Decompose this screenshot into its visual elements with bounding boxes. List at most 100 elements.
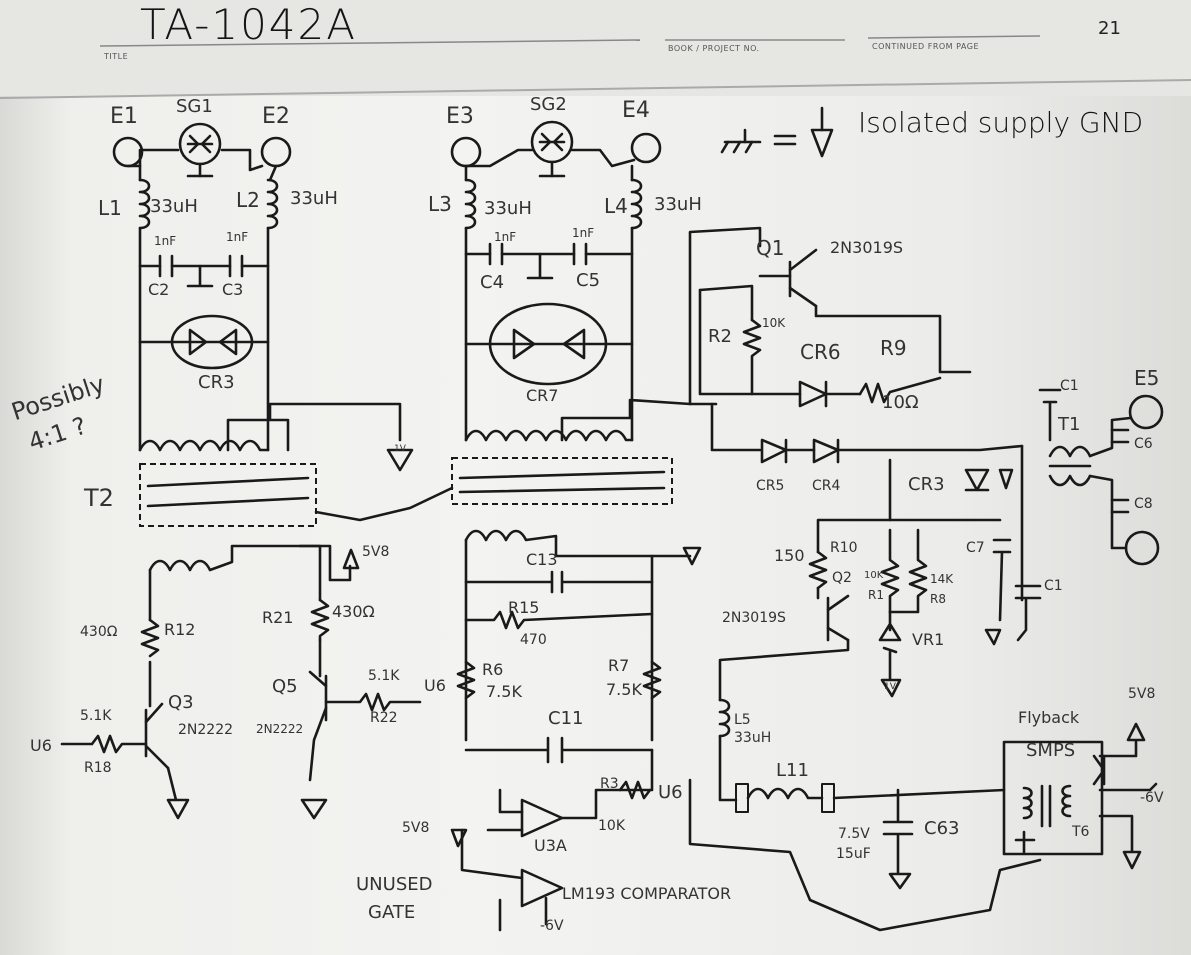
c3-label: C3 (222, 280, 244, 299)
unused-gate-comparator (460, 828, 564, 932)
c5-value: 1nF (572, 226, 595, 240)
mid-rails (464, 164, 634, 442)
r7-label: R7 (608, 656, 630, 675)
neg6-b-label: -6V (1140, 790, 1164, 806)
r2-label: R2 (708, 326, 732, 347)
r9-label: R9 (880, 336, 907, 360)
r2-value: 10K (762, 316, 786, 330)
q3-part: 2N2222 (178, 722, 234, 738)
sg1-wires (126, 148, 264, 172)
q1-emitter-wire (698, 284, 972, 374)
e5-terminal (1128, 394, 1164, 430)
c4-value: 1nF (494, 230, 517, 244)
supply-5v8-b-label: 5V8 (402, 820, 430, 836)
q2-label: Q2 (832, 570, 852, 586)
q3-label: Q3 (168, 692, 194, 713)
page-title: TA-1042A (140, 0, 357, 49)
c2-label: C2 (148, 280, 170, 299)
l2-label: L2 (236, 188, 260, 212)
c2-c3-plates (158, 254, 244, 278)
l5-inductor (718, 698, 731, 738)
r6-resistor (456, 660, 476, 700)
r6-label: R6 (482, 660, 504, 679)
c11-label: C11 (548, 708, 584, 729)
l2-inductor (266, 178, 279, 230)
neg6-a-label: -6V (540, 918, 564, 934)
cr3b-label: CR3 (908, 474, 945, 495)
r21-value: 430Ω (332, 602, 375, 621)
cr5-diode (760, 438, 816, 464)
t2-primary-left (138, 439, 270, 452)
u6-b-label: U6 (424, 676, 446, 695)
c5-label: C5 (576, 270, 601, 291)
r21-label: R21 (262, 608, 294, 627)
mid-lower-rails (464, 538, 654, 742)
legend-ground-symbol (720, 106, 834, 158)
r12-value: 430Ω (80, 624, 118, 640)
l5-label: L5 (734, 712, 751, 728)
t2-primary-right (464, 429, 634, 442)
c13-capacitor (464, 570, 654, 594)
vr1-label: VR1 (912, 630, 945, 649)
gnd-arrow-vr1 (880, 650, 902, 698)
c8-label: C8 (1134, 496, 1153, 512)
title-field-label: TITLE (104, 52, 129, 61)
q2-transistor (816, 586, 850, 642)
r22-label: R22 (370, 710, 398, 726)
q2-to-l5 (718, 638, 850, 702)
c1-lower-capacitor (1014, 584, 1042, 642)
r9-resistor (858, 376, 942, 404)
q2-part: 2N3019S (722, 610, 786, 626)
r22-value: 5.1K (368, 668, 400, 684)
r10-top-wire (816, 518, 892, 554)
q3-transistor (144, 702, 190, 820)
page-number: 21 (1098, 18, 1121, 39)
e1-label: E1 (110, 104, 138, 129)
sg2-spark-gap (530, 120, 574, 178)
e4-label: E4 (622, 98, 650, 123)
supply-5v8-c-label: 5V8 (1128, 686, 1156, 702)
r8-label: R8 (930, 592, 946, 606)
l2-top (268, 164, 278, 182)
q1-part: 2N3019S (830, 238, 904, 257)
l1-value: 33uH (150, 196, 198, 217)
l3-label: L3 (428, 192, 452, 216)
t1-transformer (1048, 445, 1092, 487)
c6-capacitor (1110, 428, 1130, 444)
e2-terminal (260, 136, 292, 168)
u6-c-label: U6 (658, 782, 683, 803)
sg2-wires (464, 148, 636, 168)
c1-lower-label: C1 (1044, 578, 1063, 594)
continued-rule (867, 35, 1041, 39)
l11-inductor (746, 787, 824, 800)
r22-resistor (324, 692, 422, 712)
fuse-b (821, 783, 835, 813)
smps-label: SMPS (1026, 740, 1076, 761)
t6-label: T6 (1072, 824, 1090, 840)
page-header-band (0, 0, 1191, 96)
flyback-label: Flyback (1018, 708, 1080, 727)
l5-lower (718, 734, 738, 802)
cr7-label: CR7 (526, 386, 559, 405)
continued-field-label: CONTINUED FROM PAGE (872, 42, 980, 51)
c4-c5-plates (488, 242, 588, 266)
c11-capacitor (464, 736, 654, 764)
r1-label: R1 (868, 588, 884, 602)
e3-label: E3 (446, 104, 474, 129)
unused-label: UNUSED (356, 874, 433, 895)
e5b-terminal (1124, 530, 1160, 566)
t6-core (1040, 784, 1052, 828)
u3a-comparator (486, 788, 622, 838)
gnd-arrow-mid (682, 546, 702, 566)
t1-output-wires (1088, 416, 1132, 550)
e2-label: E2 (262, 104, 290, 129)
r18-resistor (60, 734, 148, 754)
r15-value: 470 (520, 632, 547, 648)
t2-secondary-left (148, 544, 322, 602)
l2-value: 33uH (290, 188, 338, 209)
supply-arrow-5v8-c (1098, 722, 1146, 758)
r10-value: 150 (774, 546, 805, 565)
r7-value: 7.5K (606, 680, 642, 699)
